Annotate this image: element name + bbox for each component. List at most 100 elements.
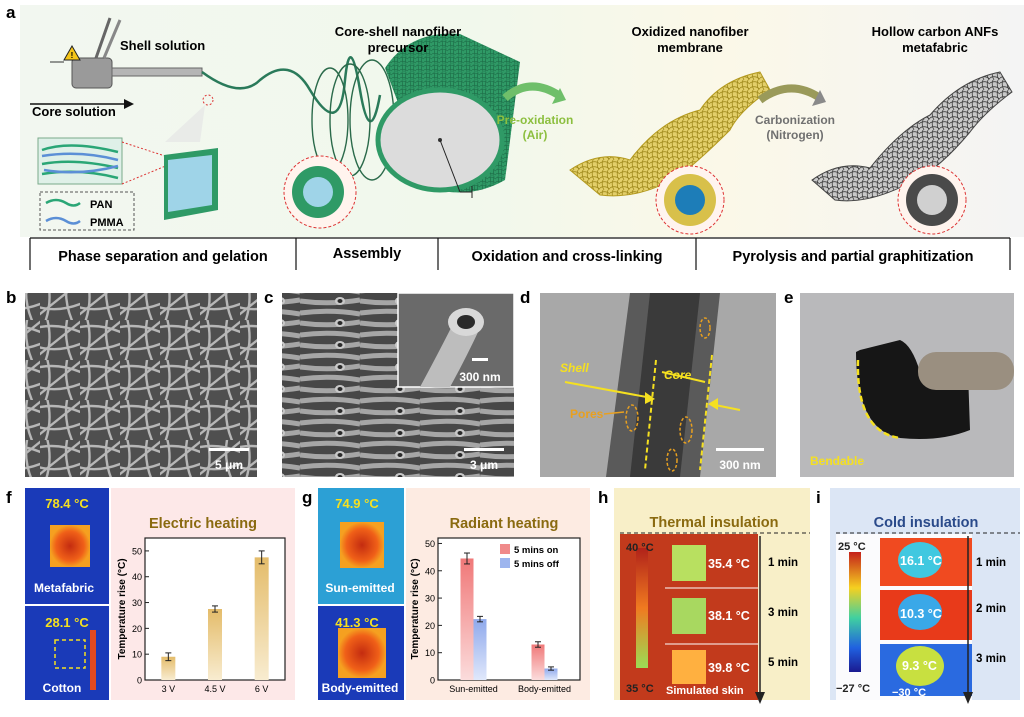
panel-b: b 5 μm bbox=[6, 288, 257, 477]
panel-g: g 74.9 °C Sun-emitted 41.3 °C Body-emitt… bbox=[302, 488, 590, 700]
panel-letter-a: a bbox=[6, 3, 16, 22]
panel-letter-b: b bbox=[6, 288, 16, 307]
temp-h-3: 39.8 °C bbox=[708, 661, 750, 675]
x-tick-label: 3 V bbox=[162, 684, 176, 694]
oxidized-title-1: Oxidized nanofiber bbox=[631, 24, 748, 39]
bar bbox=[255, 557, 269, 680]
oxidized-cross-section bbox=[656, 166, 724, 234]
y-tick-label: 20 bbox=[425, 621, 435, 631]
preox-label-1: Pre-oxidation bbox=[497, 113, 574, 127]
stage-assembly: Assembly bbox=[333, 246, 402, 262]
fiber-cross-section bbox=[164, 148, 218, 220]
y-tick-label: 0 bbox=[430, 676, 435, 686]
bar bbox=[208, 609, 222, 680]
legend-swatch bbox=[500, 544, 510, 554]
scale-bar-c bbox=[464, 448, 504, 451]
precursor-cross-section bbox=[284, 156, 356, 228]
temp-h-2: 38.1 °C bbox=[708, 609, 750, 623]
scale-label-d: 300 nm bbox=[719, 458, 760, 472]
time-i-2: 2 min bbox=[976, 603, 1006, 615]
ir-temp-f-top: 78.4 °C bbox=[45, 496, 89, 511]
title-h: Thermal insulation bbox=[650, 515, 779, 531]
x-tick-label: 4.5 V bbox=[204, 684, 225, 694]
title-i: Cold insulation bbox=[874, 515, 979, 531]
label-shell: Shell bbox=[560, 361, 589, 375]
label-core: Core bbox=[664, 368, 692, 382]
scale-label-b: 5 μm bbox=[215, 458, 243, 472]
label-cold-temp: −30 °C bbox=[892, 687, 926, 699]
scale-bar-d bbox=[716, 448, 764, 451]
x-tick-label: 6 V bbox=[255, 684, 269, 694]
label-bendable: Bendable bbox=[810, 454, 864, 468]
legend-pmma: PMMA bbox=[90, 217, 124, 229]
y-tick-label: 10 bbox=[132, 650, 142, 660]
bar bbox=[461, 558, 474, 680]
color-scale-h bbox=[636, 548, 648, 668]
oxidized-title-2: membrane bbox=[657, 40, 723, 55]
y-tick-label: 30 bbox=[425, 594, 435, 604]
x-tick-label: Sun-emitted bbox=[449, 684, 498, 694]
scale-bottom-h: 35 °C bbox=[626, 683, 654, 695]
scale-top-h: 40 °C bbox=[626, 542, 654, 554]
y-tick-label: 40 bbox=[132, 572, 142, 582]
hazard-icon: ! bbox=[71, 51, 74, 60]
inset-scale-label-c: 300 nm bbox=[459, 370, 500, 384]
preox-label-2: (Air) bbox=[523, 128, 548, 142]
hollow-cross-section bbox=[898, 166, 966, 234]
y-tick-label: 10 bbox=[425, 648, 435, 658]
scale-bottom-i: −27 °C bbox=[836, 683, 870, 695]
carb-label-2: (Nitrogen) bbox=[766, 128, 823, 142]
panel-f: f 78.4 °C Metafabric 28.1 °C Cotton Elec… bbox=[6, 488, 295, 700]
time-h-1: 1 min bbox=[768, 557, 798, 569]
y-axis-label: Temperature rise (°C) bbox=[410, 558, 421, 659]
panel-d: d Shell Core Pores 300 nm bbox=[520, 288, 776, 477]
panel-i: i Cold insulation 25 °C −27 °C 16.1 °C 1… bbox=[816, 488, 1020, 704]
label-simulated-skin: Simulated skin bbox=[666, 685, 744, 697]
legend-swatch bbox=[500, 558, 510, 568]
ir-label-f-bottom: Cotton bbox=[43, 681, 82, 695]
time-h-2: 3 min bbox=[768, 607, 798, 619]
label-pores: Pores bbox=[570, 407, 604, 421]
stage-pyrolysis: Pyrolysis and partial graphitization bbox=[733, 249, 974, 265]
panel-letter-c: c bbox=[264, 288, 273, 307]
legend-pan: PAN bbox=[90, 199, 112, 211]
y-tick-label: 40 bbox=[425, 566, 435, 576]
legend-label: 5 mins off bbox=[514, 559, 560, 570]
precursor-title-1: Core-shell nanofiber bbox=[335, 24, 461, 39]
time-h-3: 5 min bbox=[768, 657, 798, 669]
shell-solution-label: Shell solution bbox=[120, 38, 205, 53]
hollow-title-2: metafabric bbox=[902, 40, 968, 55]
panel-letter-g: g bbox=[302, 488, 312, 507]
tweezers bbox=[918, 352, 1014, 390]
bar bbox=[474, 619, 487, 680]
panel-e: e Bendable bbox=[784, 288, 1014, 477]
time-i-1: 1 min bbox=[976, 557, 1006, 569]
core-solution-label: Core solution bbox=[32, 104, 116, 119]
hollow-title-1: Hollow carbon ANFs bbox=[872, 24, 999, 39]
stage-phase-separation: Phase separation and gelation bbox=[58, 249, 268, 265]
y-tick-label: 50 bbox=[132, 546, 142, 556]
legend-label: 5 mins on bbox=[514, 545, 559, 556]
inset-scale-bar-c bbox=[472, 358, 488, 361]
color-scale-i bbox=[849, 552, 861, 672]
ir-label-g-top: Sun-emitted bbox=[325, 581, 394, 595]
temp-h-1: 35.4 °C bbox=[708, 557, 750, 571]
panel-c: c 300 nm 3 μm bbox=[264, 288, 514, 477]
temp-i-1: 16.1 °C bbox=[900, 554, 942, 568]
stage-oxidation: Oxidation and cross-linking bbox=[472, 249, 663, 265]
panel-letter-e: e bbox=[784, 288, 793, 307]
panel-a: a ! Shell solution Core solution PAN PMM… bbox=[6, 3, 1024, 270]
temp-i-3: 9.3 °C bbox=[902, 659, 937, 673]
panel-letter-d: d bbox=[520, 288, 530, 307]
ir-temp-f-bottom: 28.1 °C bbox=[45, 615, 89, 630]
ir-label-f-top: Metafabric bbox=[34, 581, 94, 595]
chart-title-g: Radiant heating bbox=[450, 516, 559, 532]
panel-letter-f: f bbox=[6, 488, 12, 507]
panel-letter-i: i bbox=[816, 488, 821, 507]
panel-letter-h: h bbox=[598, 488, 608, 507]
panel-h: h Thermal insulation 40 °C 35 °C 35.4 °C… bbox=[598, 488, 810, 704]
y-tick-label: 30 bbox=[132, 598, 142, 608]
scale-top-i: 25 °C bbox=[838, 541, 866, 553]
ir-temp-g-bottom: 41.3 °C bbox=[335, 615, 379, 630]
